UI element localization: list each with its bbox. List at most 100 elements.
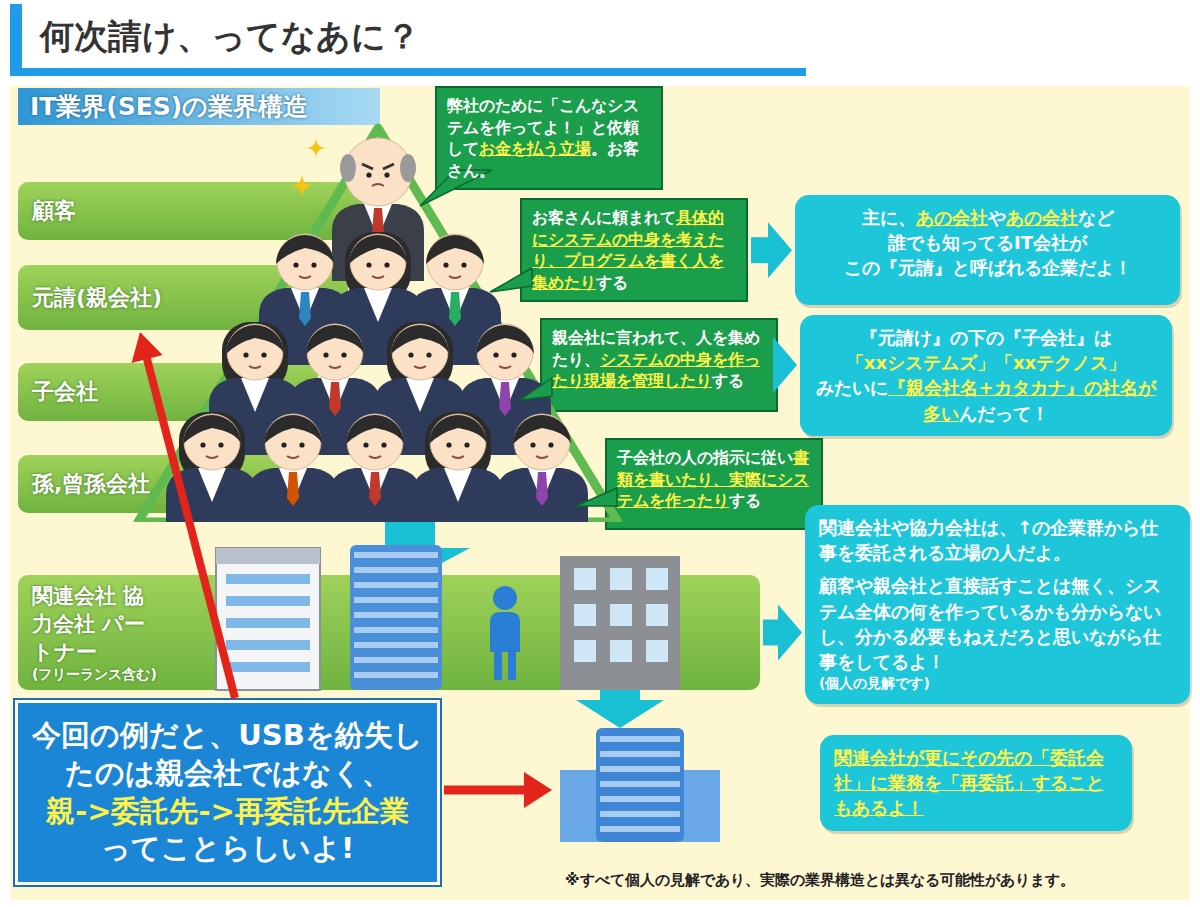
- eye: [461, 262, 466, 267]
- eye: [311, 262, 316, 267]
- window-band: [354, 597, 438, 603]
- eye: [363, 442, 368, 447]
- hair: [513, 415, 571, 444]
- mouth: [372, 184, 384, 186]
- window-band: [600, 736, 680, 742]
- hair: [476, 325, 534, 354]
- node-text: 関連会社 協力会社 パートナー: [32, 582, 162, 666]
- mouth: [249, 366, 261, 368]
- person-leg: [494, 650, 502, 680]
- title-underline: [10, 68, 806, 76]
- speech-bubble: 親会社に言われて、人を集めたり、システムの中身を作ったり現場を管理したりする: [540, 318, 778, 412]
- person-head: [493, 586, 517, 610]
- shirt: [198, 468, 226, 502]
- subtitle-band: IT業界(SES)の業界構造: [18, 88, 380, 125]
- head: [477, 324, 533, 380]
- tie: [287, 472, 299, 506]
- footnote: ※すべて個人の見解であり、実際の業界構造とは異なる可能性があります。: [565, 871, 1075, 890]
- building-roof: [216, 548, 320, 564]
- node-text: 子会社の人の指示に従い: [617, 448, 793, 467]
- bubble-tail: [520, 378, 552, 400]
- hair: [426, 235, 484, 264]
- head: [227, 324, 283, 380]
- node-text: 元請(親会社): [32, 283, 162, 313]
- node-text: 主に、: [862, 207, 916, 228]
- node-text: あの会社: [916, 207, 988, 228]
- building-body: [350, 545, 442, 690]
- window: [646, 640, 668, 662]
- tie: [299, 292, 311, 326]
- head: [514, 414, 570, 470]
- eye: [511, 352, 516, 357]
- building: [216, 548, 320, 690]
- mouth: [372, 276, 384, 278]
- window-band: [600, 781, 680, 787]
- node-text: する: [729, 491, 761, 510]
- window-row: [226, 640, 310, 650]
- node-text: や: [988, 207, 1006, 228]
- eye: [384, 172, 389, 177]
- person: [496, 414, 588, 522]
- hair: [264, 415, 322, 444]
- arrowhead: [778, 605, 802, 661]
- node-text: んだって！: [959, 403, 1049, 424]
- window: [610, 568, 632, 590]
- head: [277, 234, 333, 290]
- hair: [349, 235, 407, 264]
- person-leg: [508, 650, 516, 680]
- window-row: [226, 662, 310, 672]
- head: [184, 414, 240, 470]
- node-text: 顧客: [32, 196, 76, 226]
- node-text: みたいに: [816, 377, 888, 398]
- head: [427, 234, 483, 290]
- window-band: [600, 766, 680, 772]
- info-callout: 『元請け』の下の『子会社』は「xxシステムズ」「xxテクノス」みたいに『親会社名…: [800, 315, 1172, 436]
- tie: [499, 382, 511, 416]
- window-band: [354, 642, 438, 648]
- node-text: 「xxシステムズ」「xxテクノス」: [814, 350, 1158, 375]
- shirt: [364, 288, 392, 322]
- eye: [200, 442, 205, 447]
- mouth: [369, 456, 381, 458]
- mouth: [449, 276, 461, 278]
- hair: [306, 325, 364, 354]
- hair: [226, 325, 284, 354]
- node-text: 顧客や親会社と直接話すことは無く、システム全体の何を作っているかも分からないし、…: [819, 573, 1176, 674]
- hair: [346, 415, 404, 444]
- window-band: [354, 612, 438, 618]
- node-text: 『元請け』の下の『子会社』は: [860, 327, 1112, 348]
- window-band: [600, 826, 680, 832]
- mouth: [329, 366, 341, 368]
- hair: [391, 325, 449, 354]
- connector: [763, 605, 802, 661]
- node-text: 関連会社や協力会社は、↑の企業群から仕事を委託される立場の人だよ。: [819, 515, 1176, 565]
- eye: [464, 442, 469, 447]
- info-callout: 関連会社が更にその先の「委託会社」に業務を「再委託」することもあるよ！: [820, 735, 1132, 831]
- shirt: [444, 468, 472, 502]
- note-box: 今回の例だと、USBを紛失したのは親会社ではなく、親->委託先->再委託先企業っ…: [15, 700, 440, 885]
- window-band: [600, 811, 680, 817]
- tie: [329, 382, 341, 416]
- building: [350, 545, 442, 690]
- head: [350, 234, 406, 290]
- bubble-tail: [576, 488, 617, 506]
- eye: [384, 262, 389, 267]
- tie: [449, 292, 461, 326]
- window: [646, 568, 668, 590]
- eye: [281, 442, 286, 447]
- node-text: 関連会社が更にその先の「委託会社」に業務を「再委託」することもあるよ！: [834, 747, 1104, 818]
- suit: [329, 468, 421, 522]
- window: [574, 568, 596, 590]
- building: [560, 556, 680, 690]
- mouth: [206, 456, 218, 458]
- eye: [299, 442, 304, 447]
- connector: [751, 222, 792, 278]
- speech-bubble: お客さんに頼まれて具体的にシステムの中身を考えたり、プログラムを書く人を集めたり…: [520, 198, 748, 302]
- node-text: あの会社: [1006, 207, 1078, 228]
- person: [412, 412, 504, 522]
- eye: [426, 352, 431, 357]
- node-text: ってことらしいよ!: [30, 830, 425, 868]
- building: [560, 728, 720, 842]
- mouth: [536, 456, 548, 458]
- eye: [218, 442, 223, 447]
